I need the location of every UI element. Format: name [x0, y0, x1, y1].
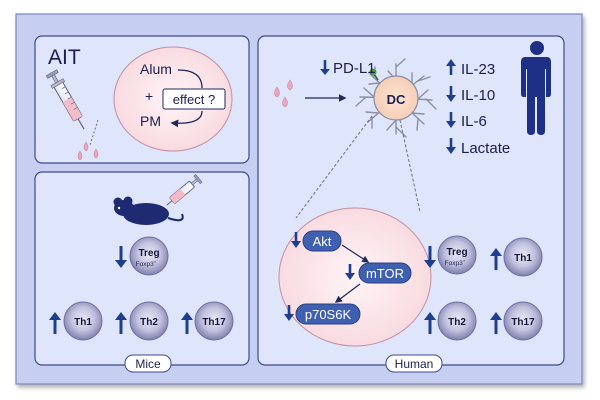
mice-label: Mice [135, 357, 161, 371]
cytokine-il23: IL-23 [446, 59, 495, 78]
mice-th1-label: Th1 [74, 317, 92, 328]
plus-label: + [145, 88, 153, 104]
human-cell-th2: Th2 [424, 301, 477, 341]
zoom-line-left [295, 115, 373, 219]
mtor-to-p70s6k-arrow [334, 283, 361, 303]
mice-th1-up-arrow-icon [49, 312, 61, 334]
human-panel: DC PD-L1 IL-23 IL-10 [257, 35, 565, 373]
mice-treg-label: Treg [138, 248, 159, 259]
cytokine-lactate: Lactate [446, 138, 510, 157]
akt-label: Akt [313, 234, 332, 249]
alum-label: Alum [140, 61, 172, 77]
effect-box [162, 88, 226, 110]
mouse-icon [113, 196, 184, 225]
human-label: Human [395, 357, 434, 371]
cytokine-list: IL-23 IL-10 IL-6 Lactate [446, 59, 510, 157]
droplet-icon-group [77, 141, 99, 161]
syringe-small-icon [166, 174, 203, 206]
dc-label: DC [387, 92, 406, 107]
human-treg-down-arrow-icon [424, 246, 436, 268]
allergen-droplet-icon-group [274, 79, 293, 108]
human-th1-label: Th1 [514, 253, 532, 264]
human-treg-label: Treg [446, 247, 467, 258]
effect-arrow [170, 110, 203, 128]
ait-panel: AIT Alum + PM effect ? [34, 35, 250, 164]
cytokine-il6-label: IL-6 [461, 113, 487, 130]
mtor-label: mTOR [366, 266, 404, 281]
cytokine-il10: IL-10 [446, 86, 495, 104]
pathway-p70s6k: p70S6K [284, 303, 361, 325]
pathway-mtor: mTOR [345, 262, 412, 284]
human-th17-up-arrow-icon [490, 312, 502, 334]
akt-to-mtor-arrow [341, 244, 370, 263]
human-label-pill [385, 354, 443, 373]
pathway-akt: Akt [291, 230, 342, 252]
human-th2-up-arrow-icon [424, 312, 436, 334]
mice-th2-up-arrow-icon [115, 312, 127, 334]
alum-connector [177, 69, 203, 89]
mice-foxp3-label: Foxp3+ [136, 260, 157, 269]
mice-th2-label: Th2 [140, 317, 158, 328]
human-cell-th17: Th17 [490, 301, 543, 341]
mice-label-pill [124, 354, 172, 373]
pm-label: PM [140, 113, 161, 129]
cytokine-il23-label: IL-23 [461, 61, 495, 78]
p70s6k-label: p70S6K [305, 307, 352, 322]
human-cell-treg: Treg Foxp3+ [424, 235, 477, 275]
human-th17-label: Th17 [511, 317, 535, 328]
mice-cell-th2: Th2 [115, 301, 169, 341]
dendritic-cell-icon: DC [355, 58, 437, 138]
mice-th17-up-arrow-icon [181, 312, 193, 334]
human-silhouette-icon [521, 41, 551, 135]
cytokine-il10-label: IL-10 [461, 87, 495, 104]
zoom-line-right [399, 119, 421, 213]
effect-label: effect ? [173, 92, 215, 107]
syringe-icon [45, 69, 85, 130]
cytokine-il6: IL-6 [446, 112, 487, 130]
mice-panel: Treg Foxp3+ Th1 Th2 Th17 [34, 171, 250, 373]
human-foxp3-label: Foxp3+ [445, 259, 466, 268]
mice-th17-label: Th17 [202, 317, 226, 328]
human-th1-up-arrow-icon [490, 248, 502, 270]
mice-cell-th1: Th1 [49, 301, 103, 341]
cytokine-lactate-label: Lactate [461, 140, 510, 157]
mice-cell-treg: Treg Foxp3+ [115, 236, 169, 276]
human-cell-th1: Th1 [490, 237, 543, 277]
pdl1-receptor-icon [369, 68, 379, 81]
ait-title: AIT [48, 46, 81, 69]
mice-treg-down-arrow-icon [115, 246, 127, 268]
human-th2-label: Th2 [448, 317, 466, 328]
pdl1-label: PD-L1 [333, 60, 376, 77]
mice-cell-th17: Th17 [181, 301, 234, 341]
pdl1-down-arrow-icon [320, 60, 330, 75]
